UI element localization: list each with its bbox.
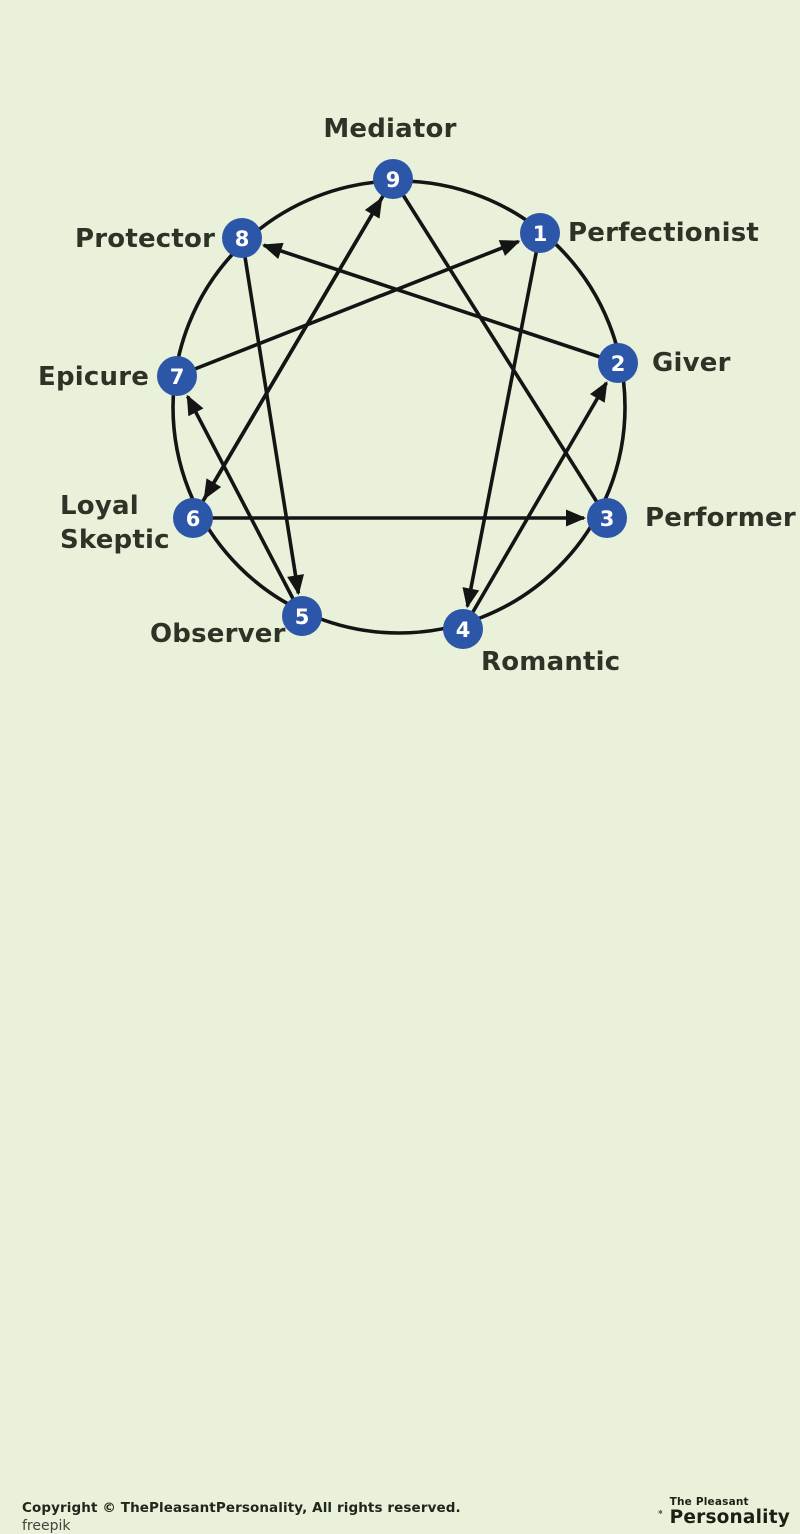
- type-label-loyal-skeptic: Loyal Skeptic: [60, 489, 182, 557]
- node-number: 6: [186, 507, 201, 531]
- node-number: 8: [235, 227, 250, 251]
- type-label-giver: Giver: [652, 346, 731, 380]
- node-1: 1: [520, 213, 560, 253]
- freepik-attribution: freepik: [22, 1518, 71, 1534]
- type-label-romantic: Romantic: [481, 645, 620, 679]
- node-number: 1: [533, 222, 548, 246]
- node-3: 3: [587, 498, 627, 538]
- edge-2-8: [264, 245, 618, 363]
- node-8: 8: [222, 218, 262, 258]
- brand-name: The Pleasant Personality: [670, 1496, 790, 1528]
- node-2: 2: [598, 343, 638, 383]
- node-number: 3: [600, 507, 615, 531]
- star-icon: [658, 1496, 663, 1528]
- node-7: 7: [157, 356, 197, 396]
- copyright-text: Copyright © ThePleasantPersonality, All …: [22, 1500, 461, 1516]
- node-number: 9: [386, 168, 401, 192]
- type-label-performer: Performer: [645, 501, 796, 535]
- brand-logo: The Pleasant Personality: [658, 1492, 790, 1532]
- type-label-observer: Observer: [150, 617, 283, 651]
- edge-8-5: [242, 238, 298, 593]
- edge-4-2: [463, 383, 606, 629]
- type-label-mediator: Mediator: [290, 112, 490, 146]
- edge-1-4: [467, 233, 540, 606]
- node-number: 5: [295, 605, 310, 629]
- nodes-layer: 1 2 3 4 5 6 7 8 9: [157, 159, 638, 649]
- node-4: 4: [443, 609, 483, 649]
- brand-name-line1: The Pleasant: [670, 1496, 790, 1508]
- node-number: 2: [611, 352, 626, 376]
- type-label-perfectionist: Perfectionist: [568, 216, 759, 250]
- node-number: 4: [456, 618, 471, 642]
- enneagram-infographic: 1 2 3 4 5 6 7 8 9 Mediator Perfectionist Giver P…: [0, 0, 800, 800]
- node-9: 9: [373, 159, 413, 199]
- type-label-protector: Protector: [75, 222, 215, 256]
- brand-name-line2: Personality: [670, 1508, 790, 1528]
- node-5: 5: [282, 596, 322, 636]
- footer: Copyright © ThePleasantPersonality, All …: [0, 740, 800, 800]
- type-label-epicure: Epicure: [38, 360, 149, 394]
- node-number: 7: [170, 365, 185, 389]
